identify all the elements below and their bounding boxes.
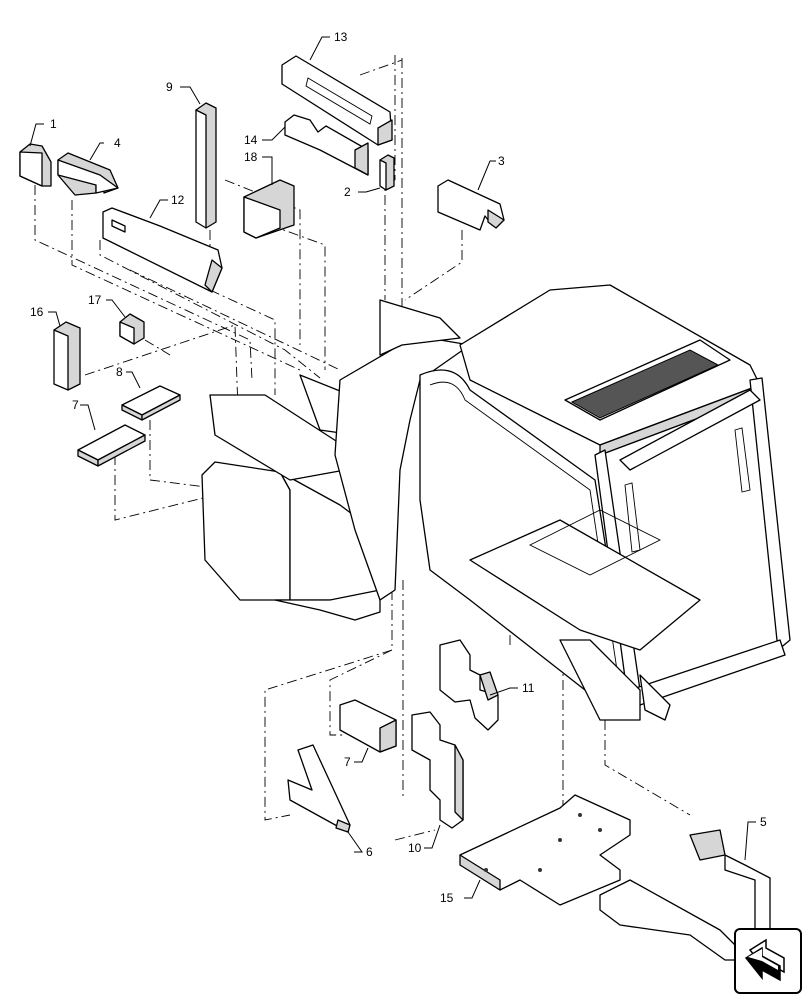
roof-vent-grille [354,349,720,419]
assembly-lines [34,55,691,841]
part-17-foam-cube [119,313,145,345]
part-3-foam-block [437,179,505,231]
arrow-glyph-icon [744,938,785,982]
callout-18: 18 [244,150,258,164]
part-9-foam-post [195,102,217,229]
part-7-foam-block-lower [339,699,397,753]
part-12-foam-panel [102,207,223,293]
callout-9: 9 [166,80,173,94]
part-7-foam-pad-upper [77,424,146,467]
part-4-foam-block [57,152,119,196]
callout-16: 16 [30,305,44,319]
callout-14: 14 [244,133,258,147]
callout-5: 5 [760,815,767,829]
part-14-foam-strip [284,114,369,176]
next-page-arrow-icon[interactable] [734,928,802,994]
callout-12: 12 [171,193,185,207]
callout-17: 17 [88,293,102,307]
part-11-foam-panel [439,639,499,731]
part-10-foam-panel [411,711,464,829]
callout-1: 1 [50,117,57,131]
callout-8: 8 [116,365,123,379]
callout-7-upper: 7 [72,398,79,412]
part-15-floor-plate [459,794,631,906]
callout-6: 6 [366,845,373,859]
callout-10: 10 [408,841,422,855]
part-18-foam-block [243,179,295,239]
part-13-foam-frame [281,55,393,146]
callout-numbers: 1 4 12 9 13 14 18 2 3 16 17 8 7 11 7 6 1… [30,30,767,905]
part-1-foam-block [19,143,52,187]
part-6-foam-panel [287,744,351,833]
part-16-foam-post [53,321,81,391]
callout-7-lower: 7 [344,755,351,769]
callout-11: 11 [522,681,535,695]
callout-3: 3 [498,154,505,168]
callout-15: 15 [440,891,454,905]
part-2-foam-pad [379,154,395,191]
leader-lines [29,36,756,899]
callout-2: 2 [344,185,351,199]
callout-4: 4 [114,136,121,150]
part-8-foam-pad [121,385,181,421]
callout-13: 13 [334,30,348,44]
cab-frame-assembly [201,284,791,721]
